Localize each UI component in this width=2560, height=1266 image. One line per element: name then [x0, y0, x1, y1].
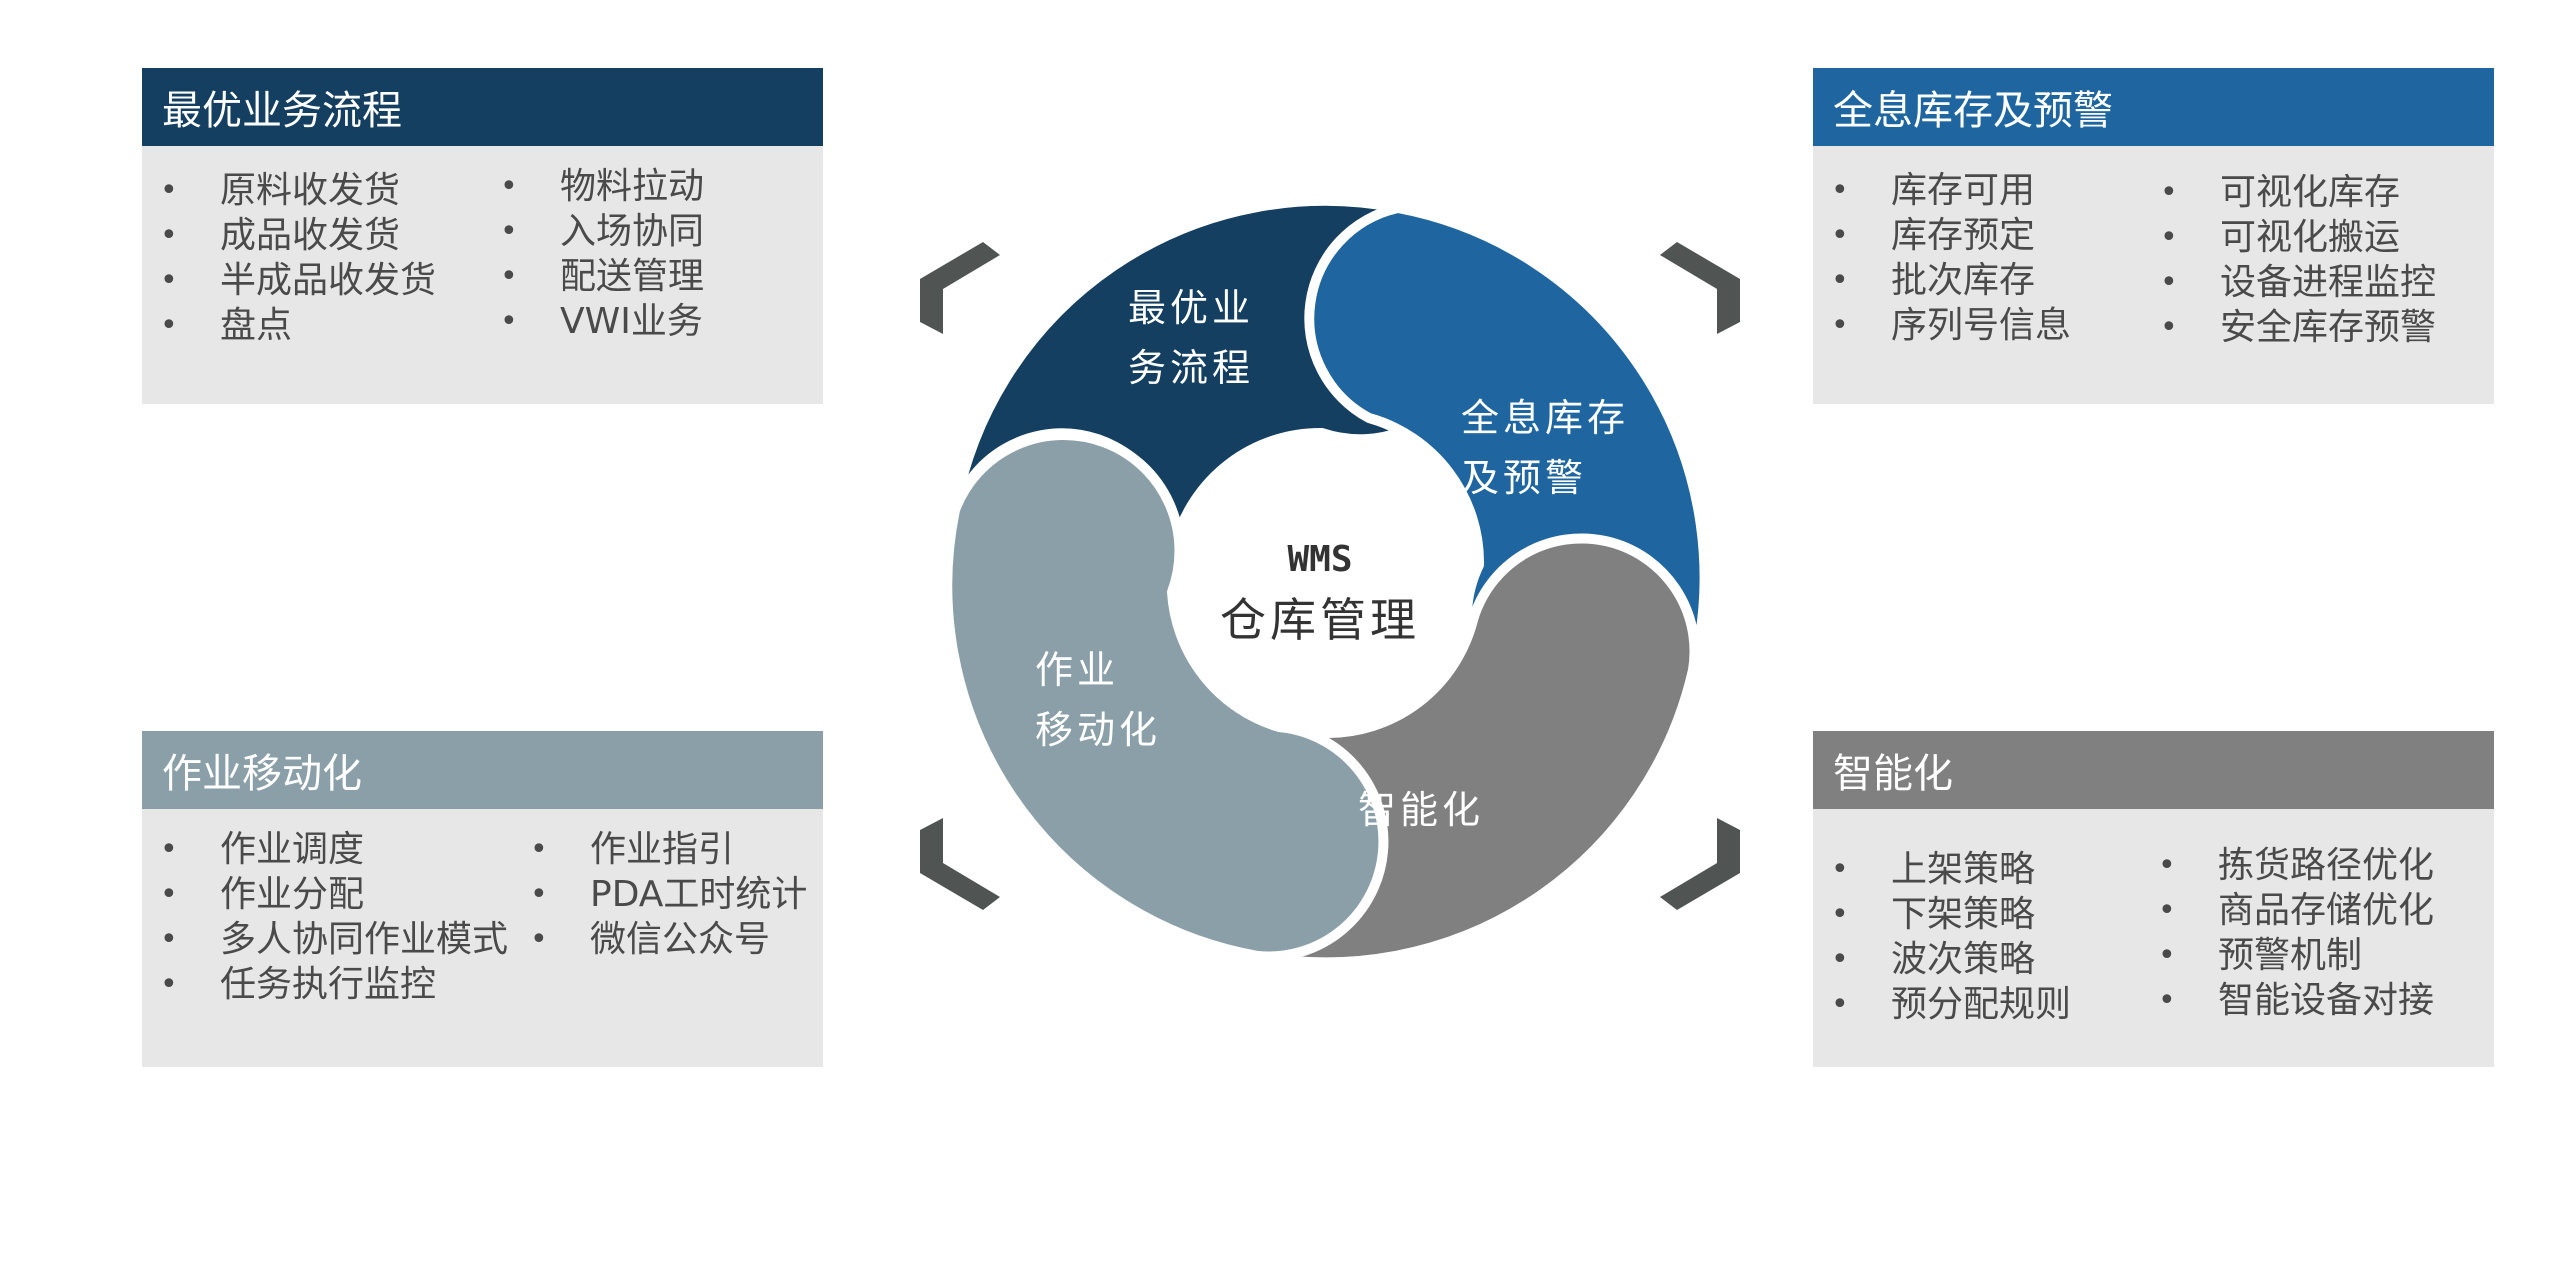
list-item: 序列号信息	[1831, 303, 2071, 348]
bullet-list: 原料收发货 成品收发货 半成品收发货 盘点	[160, 168, 436, 348]
bullet-list: 上架策略 下架策略 波次策略 预分配规则	[1831, 847, 2071, 1027]
segment-label-intelligence: 智能化	[1358, 788, 1485, 832]
list-item: 半成品收发货	[160, 258, 436, 303]
panel-header: 作业移动化	[142, 731, 823, 809]
list-item: 配送管理	[500, 254, 704, 299]
corner-bracket-bottom-right	[1660, 818, 1740, 910]
panel-body: 作业调度 作业分配 多人协同作业模式 任务执行监控 作业指引 PDA工时统计 微…	[142, 809, 823, 1067]
list-item: 可视化搬运	[2160, 215, 2436, 260]
list-item: 微信公众号	[530, 917, 807, 962]
segment-label-mobile-operations: 作业 移动化	[1035, 648, 1162, 752]
center-label: WMS 仓库管理	[1200, 530, 1440, 650]
panel-optimal-process: 最优业务流程 原料收发货 成品收发货 半成品收发货 盘点 物料拉动 入场协同 配…	[142, 68, 823, 404]
bullet-list: 库存可用 库存预定 批次库存 序列号信息	[1831, 168, 2071, 348]
list-item: 安全库存预警	[2160, 305, 2436, 350]
list-item: 库存预定	[1831, 213, 2071, 258]
corner-bracket-top-right	[1660, 242, 1740, 334]
list-item: 下架策略	[1831, 892, 2071, 937]
list-item: 盘点	[160, 303, 436, 348]
panel-title: 作业移动化	[162, 751, 362, 797]
list-item: 波次策略	[1831, 937, 2071, 982]
list-item: VWI业务	[500, 299, 704, 344]
panel-intelligence: 智能化 上架策略 下架策略 波次策略 预分配规则 拣货路径优化 商品存储优化 预…	[1813, 731, 2494, 1067]
panel-header: 最优业务流程	[142, 68, 823, 146]
list-item: 多人协同作业模式	[160, 917, 508, 962]
list-item: 作业调度	[160, 827, 508, 872]
panel-title: 全息库存及预警	[1833, 88, 2113, 134]
list-item: 原料收发货	[160, 168, 436, 213]
list-item: 预分配规则	[1831, 982, 2071, 1027]
panel-header: 全息库存及预警	[1813, 68, 2494, 146]
bullet-list: 拣货路径优化 商品存储优化 预警机制 智能设备对接	[2158, 843, 2434, 1023]
panel-body: 库存可用 库存预定 批次库存 序列号信息 可视化库存 可视化搬运 设备进程监控 …	[1813, 146, 2494, 404]
list-item: 库存可用	[1831, 168, 2071, 213]
list-item: 成品收发货	[160, 213, 436, 258]
bullet-list: 作业指引 PDA工时统计 微信公众号	[530, 827, 807, 962]
center-subtitle: 仓库管理	[1220, 593, 1420, 647]
list-item: 智能设备对接	[2158, 978, 2434, 1023]
list-item: 商品存储优化	[2158, 888, 2434, 933]
list-item: 可视化库存	[2160, 170, 2436, 215]
center-title: WMS	[1287, 539, 1353, 580]
bullet-list: 作业调度 作业分配 多人协同作业模式 任务执行监控	[160, 827, 508, 1007]
segment-mobile-operations	[942, 430, 1389, 962]
segment-label-optimal-process: 最优业 务流程	[1128, 286, 1255, 390]
list-item: 任务执行监控	[160, 962, 508, 1007]
list-item: 物料拉动	[500, 164, 704, 209]
bullet-list: 物料拉动 入场协同 配送管理 VWI业务	[500, 164, 704, 344]
panel-inventory-warning: 全息库存及预警 库存可用 库存预定 批次库存 序列号信息 可视化库存 可视化搬运…	[1813, 68, 2494, 404]
list-item: 批次库存	[1831, 258, 2071, 303]
bullet-list: 可视化库存 可视化搬运 设备进程监控 安全库存预警	[2160, 170, 2436, 350]
list-item: 上架策略	[1831, 847, 2071, 892]
panel-header: 智能化	[1813, 731, 2494, 809]
corner-bracket-bottom-left	[920, 818, 1000, 910]
segment-label-inventory-warning: 全息库存 及预警	[1461, 396, 1630, 500]
panel-body: 原料收发货 成品收发货 半成品收发货 盘点 物料拉动 入场协同 配送管理 VWI…	[142, 146, 823, 404]
list-item: 设备进程监控	[2160, 260, 2436, 305]
list-item: 作业分配	[160, 872, 508, 917]
panel-title: 最优业务流程	[162, 88, 402, 134]
list-item: 作业指引	[530, 827, 807, 872]
list-item: 预警机制	[2158, 933, 2434, 978]
panel-mobile-operations: 作业移动化 作业调度 作业分配 多人协同作业模式 任务执行监控 作业指引 PDA…	[142, 731, 823, 1067]
list-item: 拣货路径优化	[2158, 843, 2434, 888]
list-item: 入场协同	[500, 209, 704, 254]
list-item: PDA工时统计	[530, 872, 807, 917]
corner-bracket-top-left	[920, 242, 1000, 334]
panel-body: 上架策略 下架策略 波次策略 预分配规则 拣货路径优化 商品存储优化 预警机制 …	[1813, 809, 2494, 1067]
panel-title: 智能化	[1833, 751, 1953, 797]
